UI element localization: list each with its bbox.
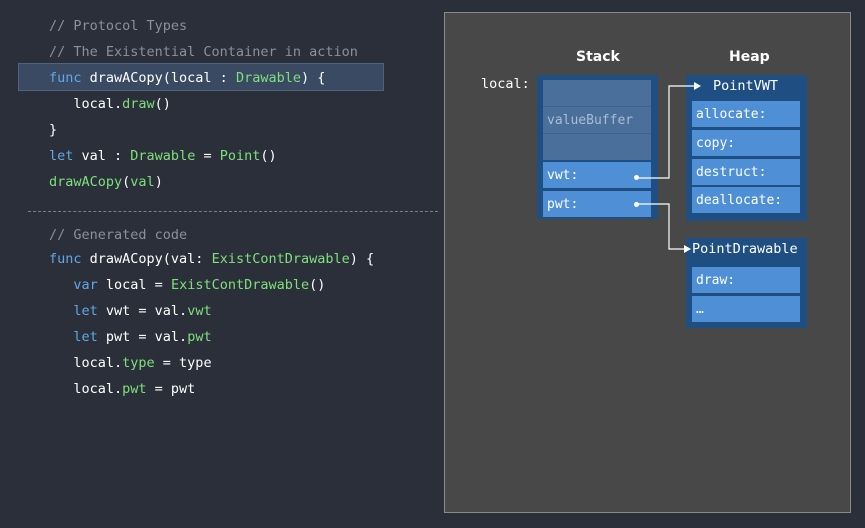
code-line-6: let val : Drawable = Point() (49, 143, 277, 169)
code-token: // The Existential Container in action (49, 44, 358, 60)
code-token (49, 277, 73, 293)
code-token: let (73, 303, 98, 319)
code-token: drawACopy(val: (81, 251, 212, 267)
code-token: local. (49, 381, 123, 397)
code-token: ) { (300, 70, 326, 86)
code-line-10: var local = ExistContDrawable() (49, 272, 325, 298)
code-separator (28, 211, 438, 212)
code-token: () (260, 148, 277, 164)
code-token: drawACopy(local : (81, 70, 236, 86)
value-buffer-cell: valueBuffer (543, 106, 651, 134)
heap-header: Heap (729, 49, 770, 65)
code-token: // Generated code (49, 227, 188, 243)
pwt-cell: pwt: (543, 191, 651, 217)
code-token: Drawable (235, 70, 301, 86)
code-token: vwt (187, 303, 212, 319)
code-line-3: func drawACopy(local : Drawable) { (49, 65, 325, 91)
code-token: val : (73, 148, 131, 164)
destruct-cell: destruct: (692, 159, 800, 185)
code-token: ) { (349, 251, 375, 267)
code-line-5: } (49, 117, 57, 143)
code-token: var (73, 277, 98, 293)
code-token (49, 303, 73, 319)
code-token: } (49, 122, 58, 138)
code-token: local = (97, 277, 171, 293)
vwt-cell: vwt: (543, 162, 651, 188)
code-token: Point (219, 148, 261, 164)
code-token: type (122, 355, 155, 371)
code-token: ( (122, 174, 131, 190)
code-token: drawACopy (49, 174, 123, 190)
highlighted-line (18, 63, 384, 91)
code-line-2: // The Existential Container in action (49, 39, 358, 65)
point-vwt-box: PointVWT allocate: copy: destruct: deall… (686, 75, 807, 221)
point-drawable-box: PointDrawable draw: … (686, 238, 807, 328)
allocate-cell: allocate: (692, 101, 800, 127)
code-token: // Protocol Types (49, 18, 188, 34)
code-token: = pwt (146, 381, 196, 397)
local-label: local: (481, 76, 530, 92)
code-editor: // Protocol Types // The Existential Con… (18, 13, 438, 402)
copy-cell: copy: (692, 130, 800, 156)
code-token: func (49, 251, 82, 267)
code-token: = (195, 148, 220, 164)
stack-cell-3 (543, 134, 651, 160)
point-drawable-title: PointDrawable (692, 241, 798, 257)
vwt-pointer-dot (634, 175, 639, 180)
code-token: pwt (122, 381, 147, 397)
code-token: let (73, 329, 98, 345)
code-line-11: let vwt = val.vwt (49, 298, 212, 324)
pwt-pointer-dot (634, 202, 639, 207)
code-token: ExistContDrawable (211, 251, 350, 267)
code-token: Drawable (130, 148, 196, 164)
stack-header: Stack (576, 49, 620, 65)
code-line-1: // Protocol Types (49, 13, 187, 39)
code-token: vwt = val. (97, 303, 188, 319)
code-token: = type (154, 355, 212, 371)
code-line-12: let pwt = val.pwt (49, 324, 212, 350)
draw-cell: draw: (692, 267, 800, 293)
stack-container: valueBuffer vwt: pwt: (537, 75, 658, 219)
code-token: local. (49, 355, 123, 371)
code-line-14: local.pwt = pwt (49, 376, 195, 402)
code-token: val (130, 174, 155, 190)
code-line-9: func drawACopy(val: ExistContDrawable) { (49, 246, 374, 272)
code-token: pwt = val. (97, 329, 188, 345)
code-line-7: drawACopy(val) (49, 169, 163, 195)
code-token: ExistContDrawable (170, 277, 310, 293)
code-token: ) (154, 174, 163, 190)
code-token: local. (49, 96, 123, 112)
ellipsis-cell: … (692, 296, 800, 322)
code-token: let (49, 148, 74, 164)
point-vwt-title: PointVWT (713, 78, 779, 94)
stack-cell-1 (543, 80, 651, 106)
code-line-13: local.type = type (49, 350, 212, 376)
deallocate-cell: deallocate: (692, 187, 800, 213)
code-token: draw (122, 96, 155, 112)
code-token: pwt (187, 329, 212, 345)
code-line-4: local.draw() (49, 91, 171, 117)
code-token: () (154, 96, 171, 112)
code-line-8: // Generated code (49, 222, 187, 248)
code-token: func (49, 70, 82, 86)
code-token: () (309, 277, 326, 293)
code-token (49, 329, 73, 345)
